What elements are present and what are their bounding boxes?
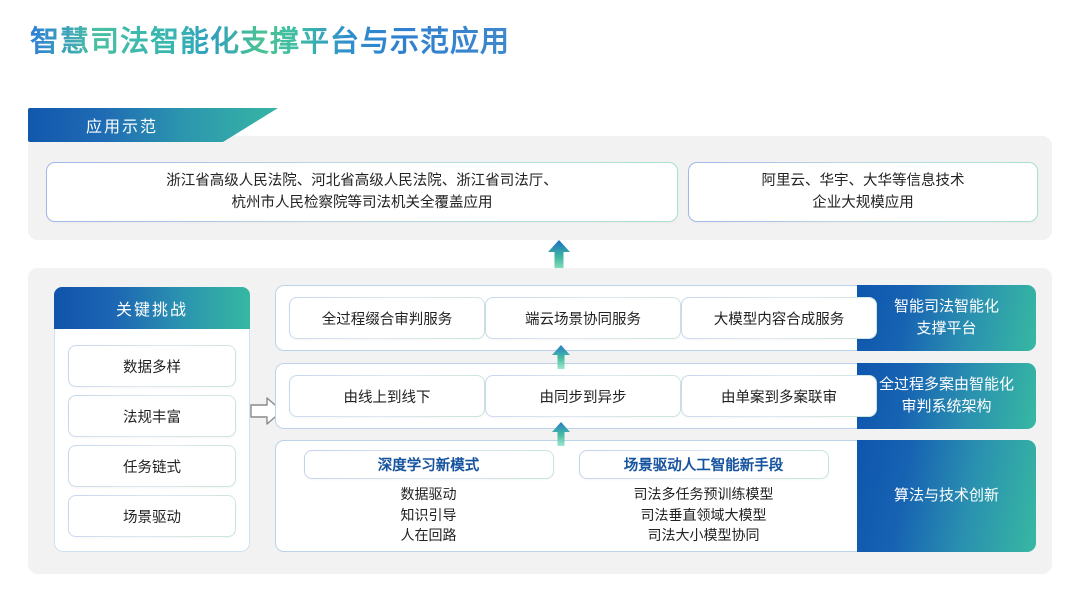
application-demo-ribbon-label: 应用示范: [86, 119, 159, 136]
arrow-up-icon-main: [548, 240, 570, 270]
architecture-pill-0[interactable]: 由线上到线下: [289, 375, 485, 417]
key-challenges-list: 数据多样 法规丰富 任务链式 场景驱动: [54, 333, 250, 549]
architecture-pill-1[interactable]: 由同步到异步: [485, 375, 681, 417]
application-demo-box-courts: 浙江省高级人民法院、河北省高级人民法院、浙江省司法厅、杭州市人民检察院等司法机关…: [46, 162, 678, 222]
algorithm-head-0[interactable]: 深度学习新模式: [304, 450, 554, 479]
architecture-transition-pill-row: 由线上到线下 由同步到异步 由单案到多案联审: [275, 363, 862, 429]
algorithm-item-0-0: 数据驱动: [400, 485, 457, 502]
row-label-algorithm: 算法与技术创新: [857, 440, 1036, 552]
platform-service-pill-row: 全过程缀合审判服务 端云场景协同服务 大模型内容合成服务: [275, 285, 862, 351]
architecture-pill-2[interactable]: 由单案到多案联审: [681, 375, 877, 417]
algorithm-head-1[interactable]: 场景驱动人工智能新手段: [579, 450, 829, 479]
platform-pill-2[interactable]: 大模型内容合成服务: [681, 297, 877, 339]
platform-pill-0[interactable]: 全过程缀合审判服务: [289, 297, 485, 339]
arrow-up-icon-row2: [552, 422, 570, 446]
row-label-architecture: 全过程多案由智能化审判系统架构: [857, 363, 1036, 429]
platform-pill-1[interactable]: 端云场景协同服务: [485, 297, 681, 339]
page-title: 智慧司法智能化支撑平台与示范应用: [30, 18, 510, 60]
algorithm-item-1-2: 司法大小模型协同: [647, 527, 760, 544]
algorithm-item-0-1: 知识引导: [400, 506, 457, 523]
challenge-item-0[interactable]: 数据多样: [68, 345, 236, 387]
algorithm-item-1-1: 司法垂直领域大模型: [640, 506, 767, 523]
arrow-right-icon: [250, 395, 284, 427]
key-challenges-header: 关键挑战: [54, 287, 250, 329]
algorithm-column-deep-learning: 深度学习新模式 数据驱动 知识引导 人在回路: [291, 450, 566, 546]
row-label-platform: 智能司法智能化支撑平台: [857, 285, 1036, 351]
algorithm-columns: 深度学习新模式 数据驱动 知识引导 人在回路 场景驱动人工智能新手段 司法多任务…: [275, 440, 857, 552]
algorithm-list-1: 司法多任务预训练模型 司法垂直领域大模型 司法大小模型协同: [634, 484, 774, 546]
algorithm-item-1-0: 司法多任务预训练模型: [633, 485, 774, 502]
algorithm-column-scenario-driven: 场景驱动人工智能新手段 司法多任务预训练模型 司法垂直领域大模型 司法大小模型协…: [566, 450, 841, 546]
application-demo-ribbon-text-wrap: 应用示范: [28, 108, 278, 142]
challenge-item-3[interactable]: 场景驱动: [68, 495, 236, 537]
application-demo-box-enterprises: 阿里云、华宇、大华等信息技术企业大规模应用: [688, 162, 1038, 222]
arrow-up-icon-row1: [552, 345, 570, 369]
algorithm-list-0: 数据驱动 知识引导 人在回路: [401, 484, 457, 546]
challenge-item-1[interactable]: 法规丰富: [68, 395, 236, 437]
challenge-item-2[interactable]: 任务链式: [68, 445, 236, 487]
algorithm-item-0-2: 人在回路: [400, 527, 457, 544]
